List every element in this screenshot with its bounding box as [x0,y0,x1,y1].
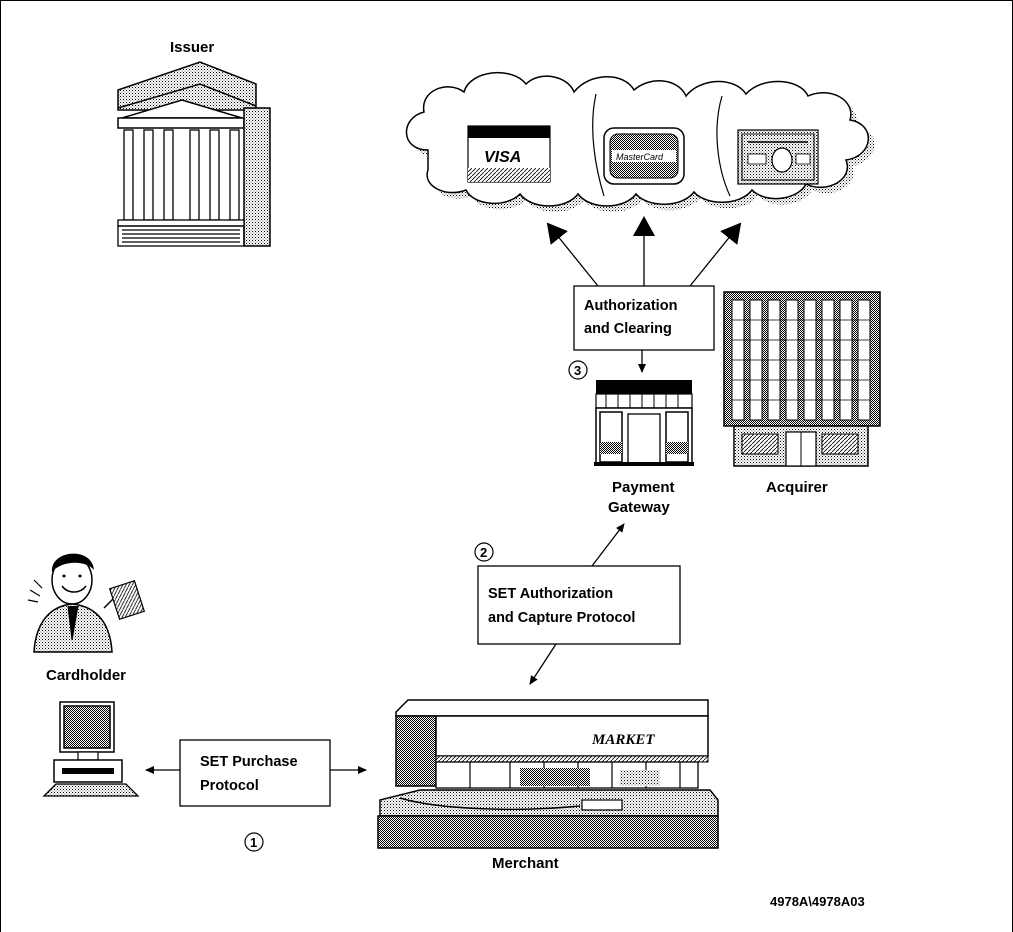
arrow-to-visa [546,222,599,287]
svg-text:2: 2 [480,545,487,560]
set-authorization-line1: SET Authorization [488,586,613,602]
step-3-marker: 3 [568,360,588,380]
mastercard-card-icon: MasterCard [603,127,685,185]
svg-text:3: 3 [574,363,581,378]
merchant-store-icon: MARKET [377,699,719,849]
arrow-to-payment-gateway [591,523,625,567]
cardholder-person-icon [27,553,146,653]
acquirer-building-icon [723,291,881,467]
figure-id: 4978A\4978A03 [770,894,865,909]
set-purchase-protocol-box: SET Purchase Protocol [179,739,331,807]
credit-card-icon [737,129,819,185]
payment-gateway-label-line1: Payment [612,479,675,496]
visa-logo: VISA [484,149,521,166]
arrow-to-card-network [689,222,742,287]
authorization-clearing-box: Authorization and Clearing [573,285,715,351]
cardholder-label: Cardholder [46,667,126,684]
arrow-to-merchant [529,643,557,685]
visa-card-icon: VISA [467,125,551,183]
acquirer-label: Acquirer [766,479,828,496]
set-authorization-capture-box: SET Authorization and Capture Protocol [477,565,681,645]
mastercard-logo: MasterCard [616,152,664,162]
issuer-label: Issuer [170,39,214,56]
merchant-label: Merchant [492,855,559,872]
set-purchase-line1: SET Purchase [200,754,298,770]
payment-gateway-label-line2: Gateway [608,499,670,516]
issuer-bank-icon [117,61,271,247]
step-2-marker: 2 [474,542,494,562]
step-1-marker: 1 [244,832,264,852]
svg-text:1: 1 [250,835,257,850]
payment-gateway-icon [594,380,694,466]
set-purchase-line2: Protocol [200,778,259,794]
authorization-clearing-line1: Authorization [584,298,677,314]
set-authorization-line2: and Capture Protocol [488,610,635,626]
store-sign: MARKET [591,732,655,748]
authorization-clearing-line2: and Clearing [584,321,672,337]
cardholder-computer-icon [42,701,140,797]
